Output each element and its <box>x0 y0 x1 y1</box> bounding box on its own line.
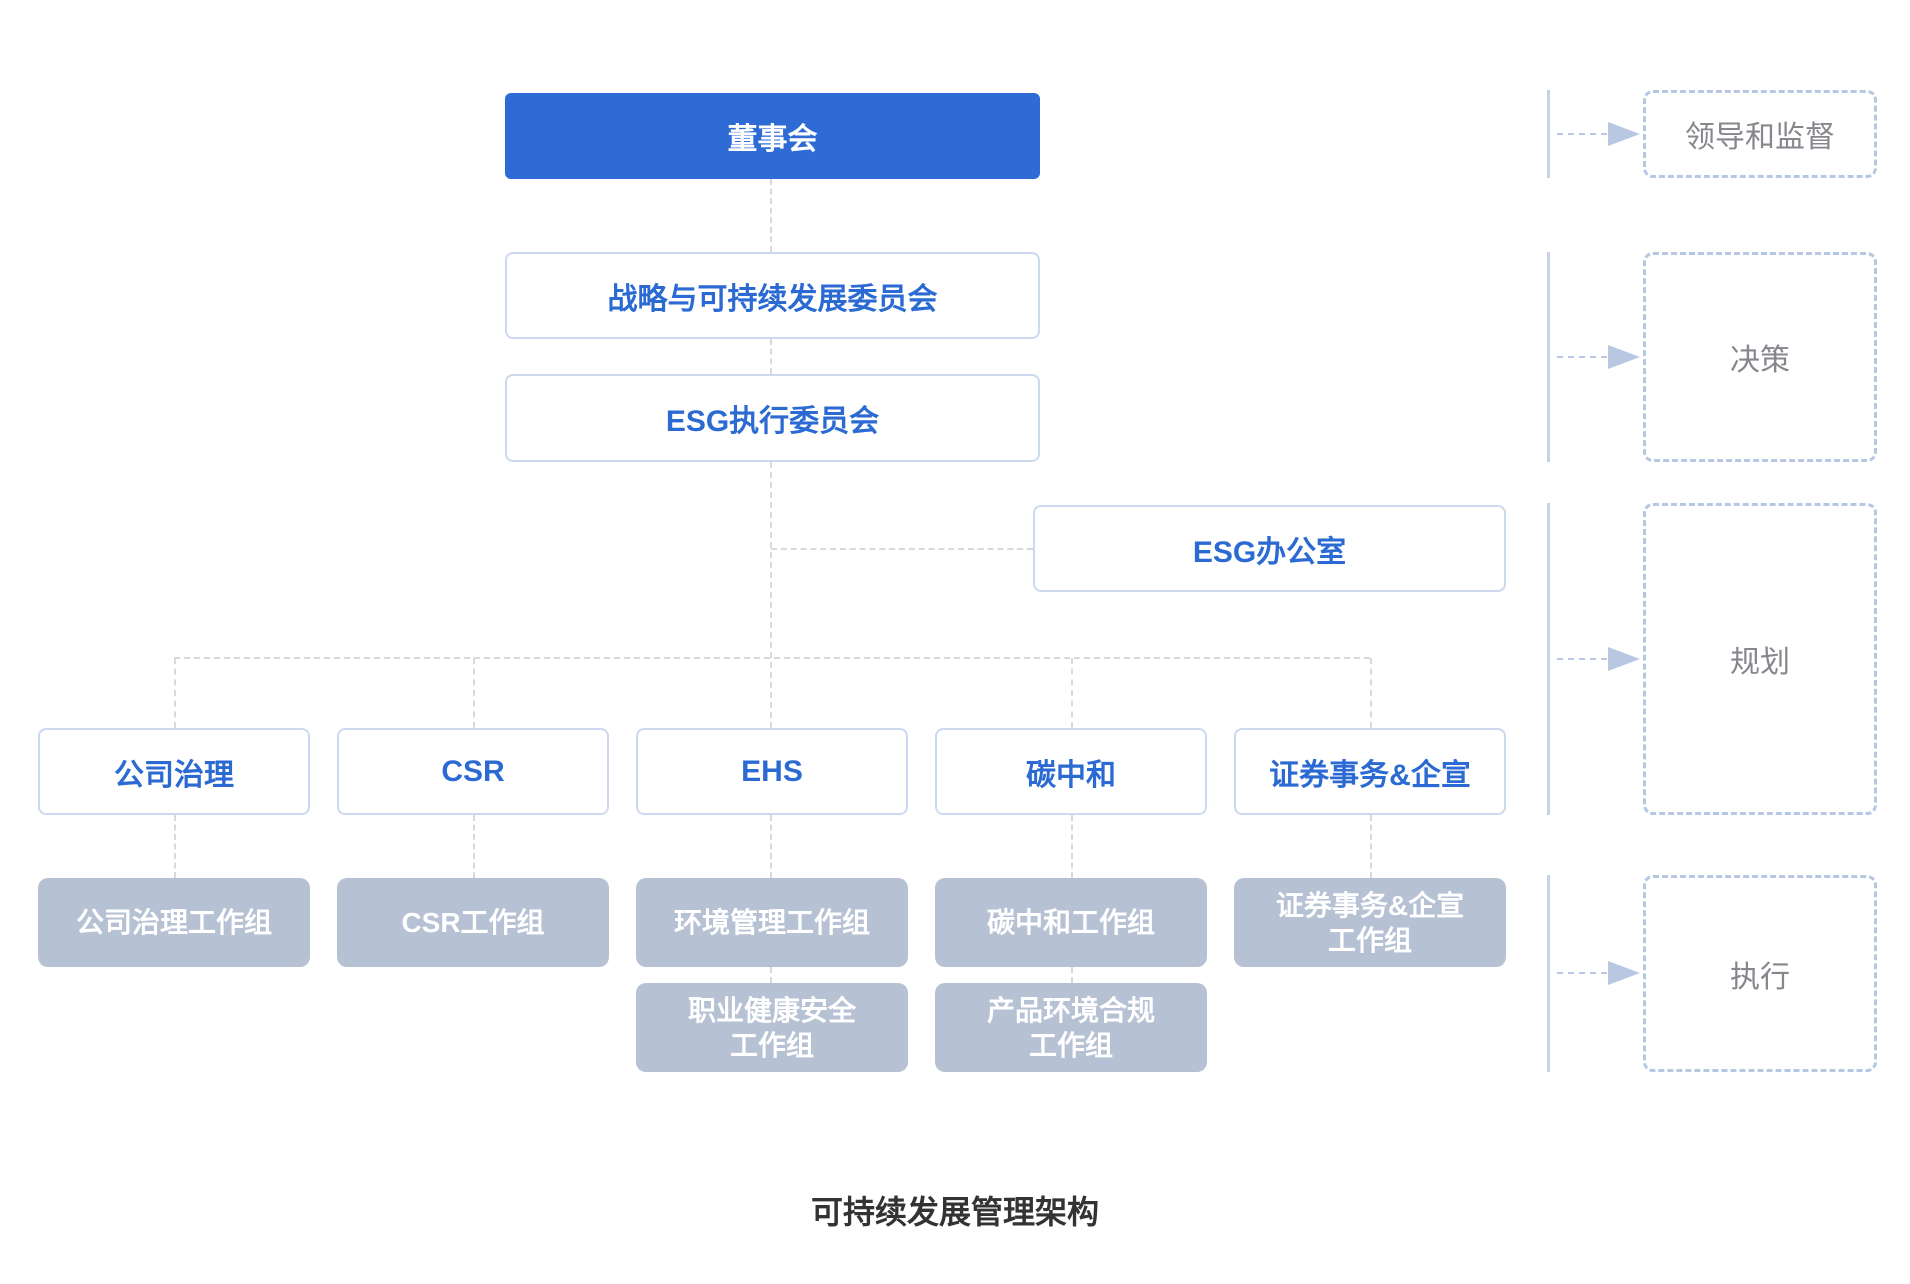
workgroup-box-carbon-neutral: 碳中和工作组 <box>935 878 1207 967</box>
connector-strategy-to-esg-exec <box>770 339 772 374</box>
department-box-ehs: EHS <box>636 728 908 815</box>
connector-board-to-strategy <box>770 179 772 252</box>
connector-drop-csr <box>473 658 475 728</box>
stage-box-leadership-supervision: 领导和监督 <box>1643 90 1877 178</box>
strategy-committee-box: 战略与可持续发展委员会 <box>505 252 1040 339</box>
department-box-csr: CSR <box>337 728 609 815</box>
rail-connector-execution <box>1557 972 1607 974</box>
stage-box-execution: 执行 <box>1643 875 1877 1072</box>
connector-distribution-line <box>174 657 1370 659</box>
connector-stub-ehs-workgroup <box>770 815 772 878</box>
stage-box-planning: 规划 <box>1643 503 1877 815</box>
workgroup-box-csr: CSR工作组 <box>337 878 609 967</box>
esg-office-box: ESG办公室 <box>1033 505 1506 592</box>
connector-esg-exec-to-departments <box>770 462 772 728</box>
connector-stub-corporate-governance-workgroup <box>174 815 176 878</box>
connector-drop-carbon-neutral <box>1071 658 1073 728</box>
workgroup-box-securities-pr: 证券事务&企宣 工作组 <box>1234 878 1506 967</box>
department-box-securities-pr: 证券事务&企宣 <box>1234 728 1506 815</box>
rail-line-decision <box>1547 252 1550 462</box>
arrow-right-icon <box>1608 647 1640 671</box>
diagram-title: 可持续发展管理架构 <box>810 1194 1099 1230</box>
workgroup-box-environment-management: 环境管理工作组 <box>636 878 908 967</box>
arrow-right-icon <box>1608 122 1640 146</box>
connector-stub-securities-workgroup <box>1370 815 1372 878</box>
esg-exec-committee-box: ESG执行委员会 <box>505 374 1040 462</box>
connector-stub-csr-workgroup <box>473 815 475 878</box>
stage-box-decision: 决策 <box>1643 252 1877 462</box>
rail-connector-decision <box>1557 356 1607 358</box>
rail-line-execution <box>1547 875 1550 1072</box>
rail-line-planning <box>1547 503 1550 815</box>
connector-branch-to-esg-office <box>771 548 1033 550</box>
connector-drop-corporate-governance <box>174 658 176 728</box>
connector-stub-product-env-workgroup <box>1071 967 1073 983</box>
department-box-corporate-governance: 公司治理 <box>38 728 310 815</box>
connector-stub-carbon-workgroup <box>1071 815 1073 878</box>
workgroup-box-occupational-health-safety: 职业健康安全 工作组 <box>636 983 908 1072</box>
arrow-right-icon <box>1608 961 1640 985</box>
department-box-carbon-neutral: 碳中和 <box>935 728 1207 815</box>
workgroup-box-corporate-governance: 公司治理工作组 <box>38 878 310 967</box>
board-box: 董事会 <box>505 93 1040 179</box>
workgroup-box-product-env-compliance: 产品环境合规 工作组 <box>935 983 1207 1072</box>
arrow-right-icon <box>1608 345 1640 369</box>
connector-stub-ohs-workgroup <box>770 967 772 983</box>
rail-line-leadership <box>1547 90 1550 178</box>
rail-connector-leadership <box>1557 133 1607 135</box>
rail-connector-planning <box>1557 658 1607 660</box>
connector-drop-securities-pr <box>1370 658 1372 728</box>
